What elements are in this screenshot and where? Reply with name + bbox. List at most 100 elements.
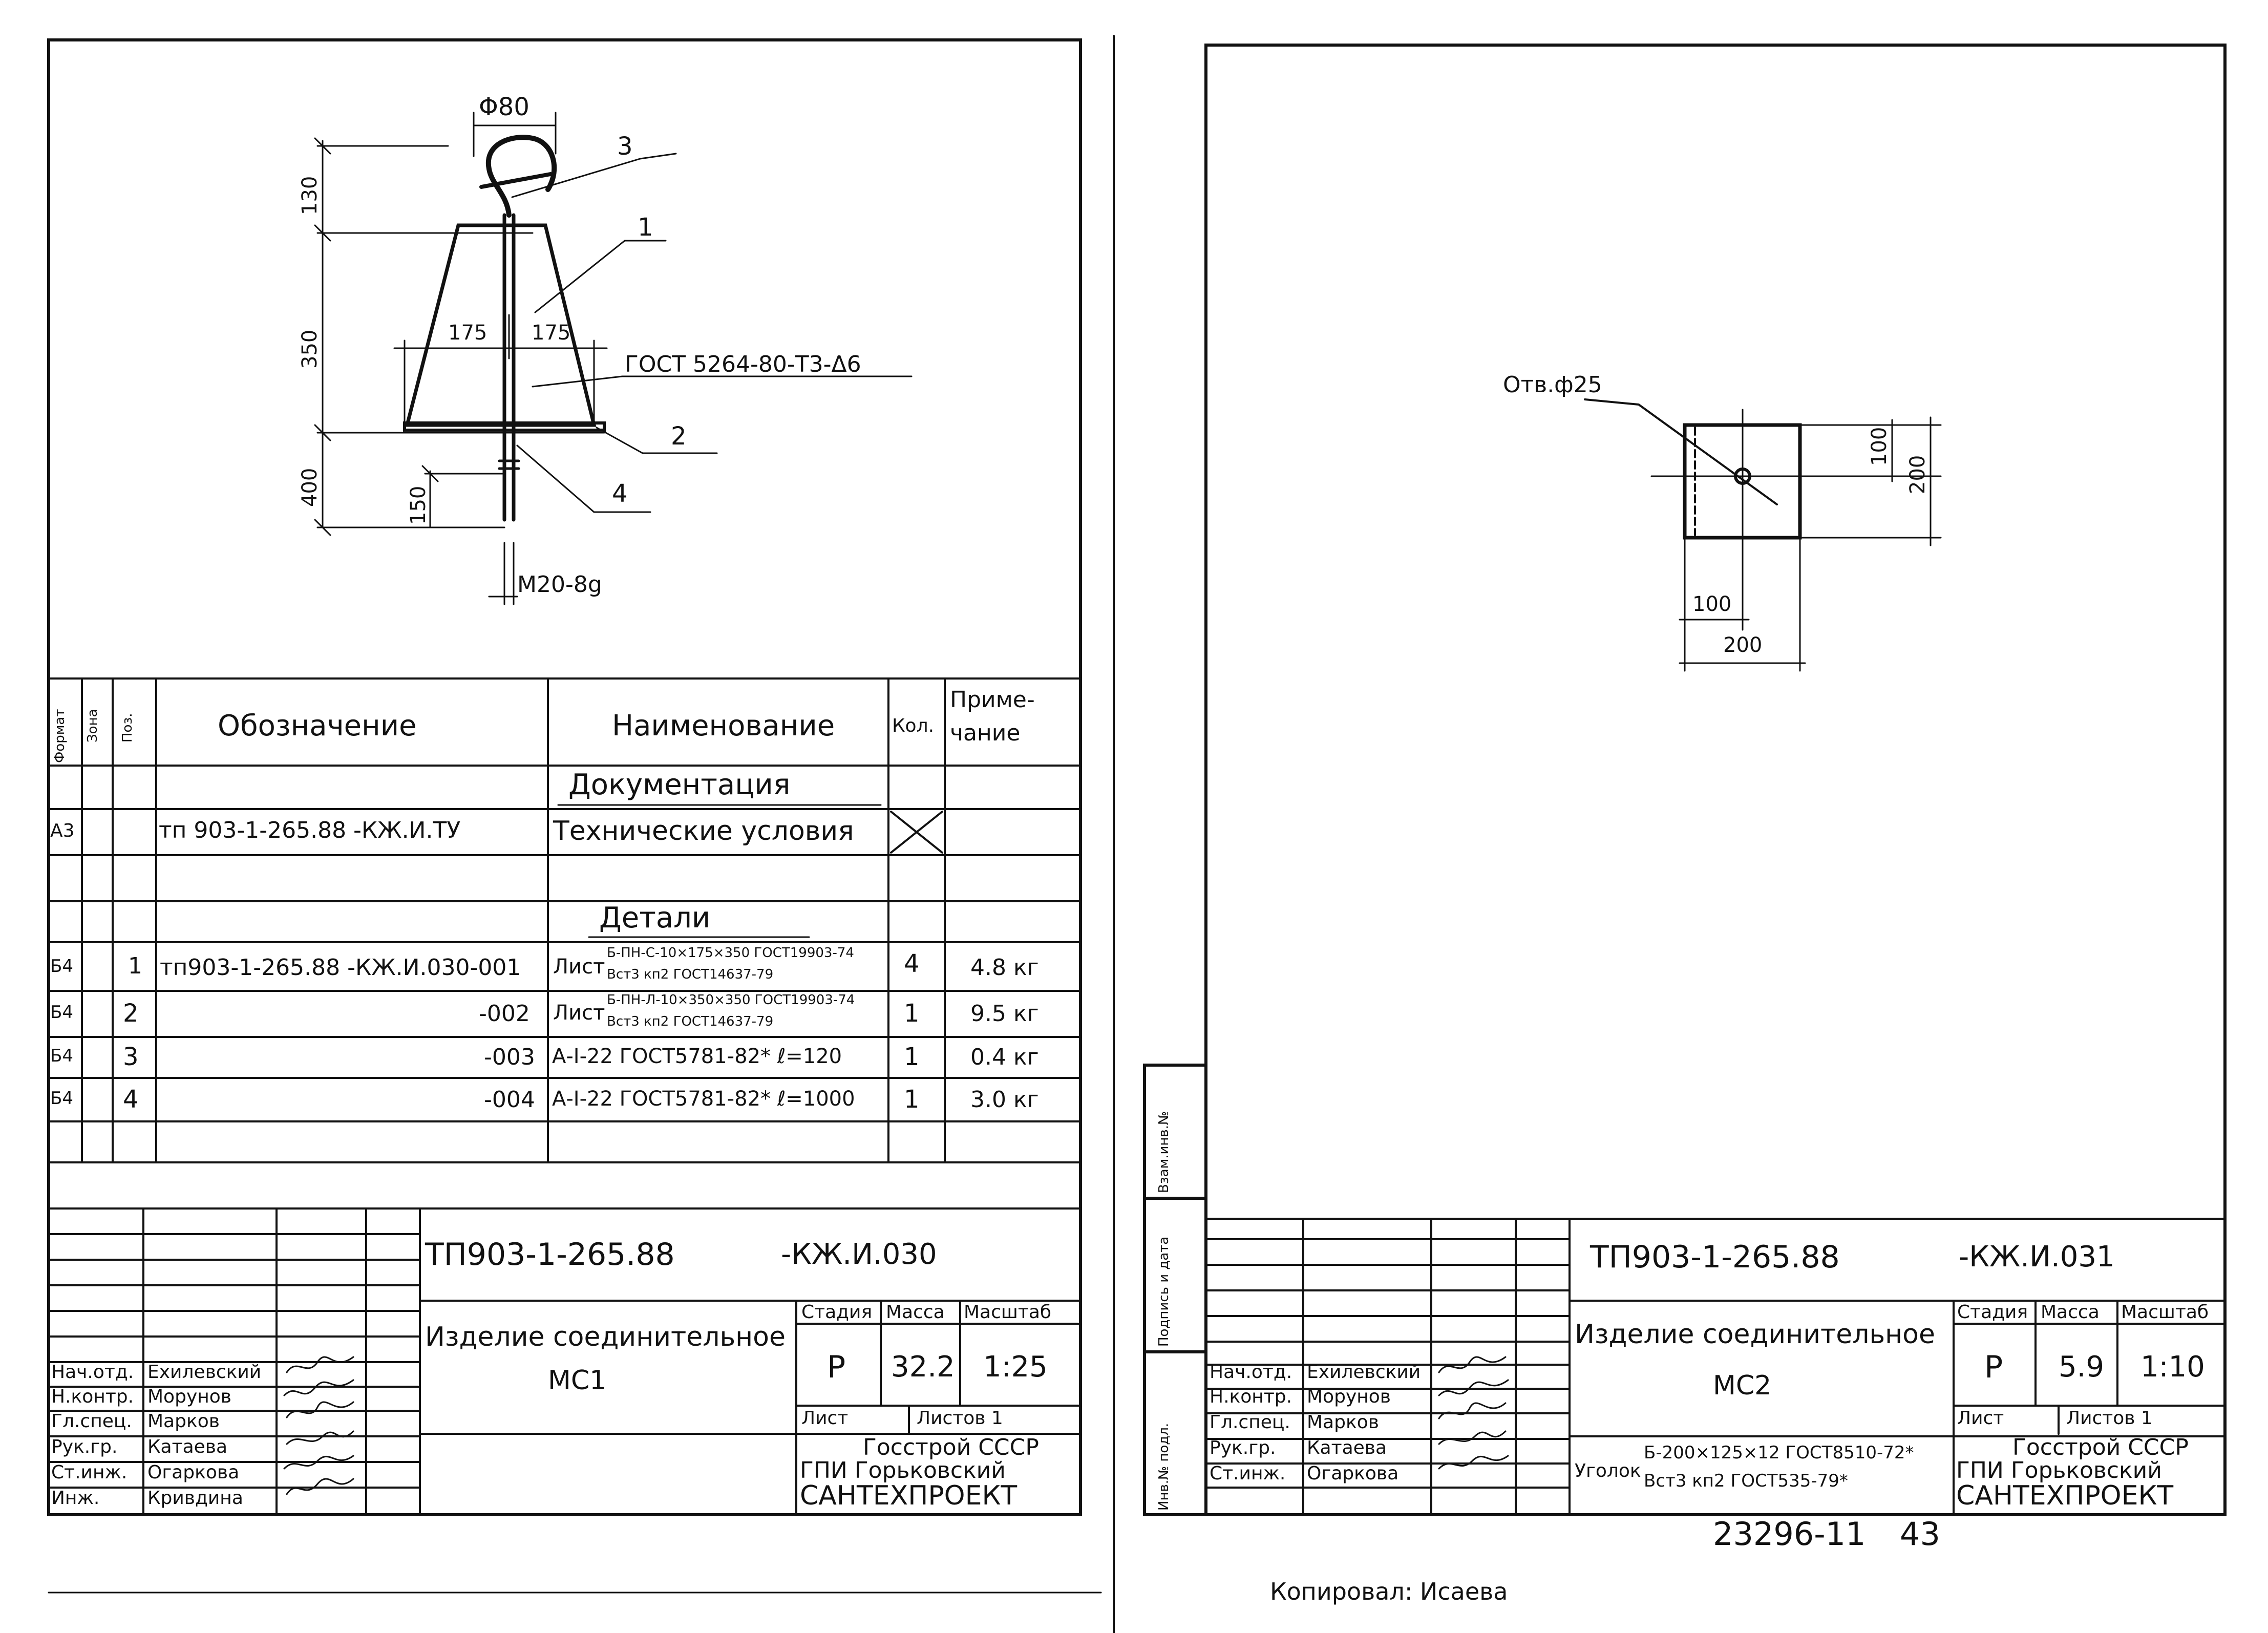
sheet1-code: ТП903-1-265.88 xyxy=(425,1237,675,1273)
position-2-label: 2 xyxy=(671,422,687,451)
album-number: 23296-11 xyxy=(1713,1515,1866,1553)
sheet1-code-suffix: -КЖ.И.030 xyxy=(781,1238,937,1271)
dim-175-right-label: 175 xyxy=(532,321,571,345)
header-designation: Обозначение xyxy=(218,709,417,743)
sheet2-name-1: Ехилевский xyxy=(1307,1362,1421,1383)
dim-diameter-label: Φ80 xyxy=(479,93,529,121)
sheet1-org-line1: Госстрой СССР xyxy=(863,1434,1039,1460)
row3-note: 0.4 кг xyxy=(970,1044,1039,1070)
sheet1-scale-label: Масштаб xyxy=(964,1302,1052,1323)
row3-designation: -003 xyxy=(484,1044,535,1070)
sheet2-frame xyxy=(1143,44,2227,1516)
dim-400-label: 400 xyxy=(298,468,322,507)
position-1-label: 1 xyxy=(638,213,653,242)
sheet2-scale: 1:10 xyxy=(2140,1350,2205,1384)
sheet2-mass: 5.9 xyxy=(2059,1350,2105,1384)
row3-pos: 3 xyxy=(123,1043,139,1071)
row2-format: Б4 xyxy=(50,1002,73,1023)
doc-row-designation: тп 903-1-265.88 -КЖ.И.ТУ xyxy=(159,817,461,843)
sheet1-org-line3: САНТЕХПРОЕКТ xyxy=(800,1480,1018,1511)
sheet2-name-3: Марков xyxy=(1307,1412,1379,1433)
row3-name-main: А-I-22 ГОСТ5781-82* ℓ=120 xyxy=(552,1045,842,1068)
stamp-sign-date: Подпись и дата xyxy=(1156,1236,1172,1347)
sheet2-name-2: Морунов xyxy=(1307,1386,1391,1407)
doc-row-format: А3 xyxy=(50,820,75,841)
sheet2-org-line3: САНТЕХПРОЕКТ xyxy=(1956,1480,2174,1511)
sheet1-frame xyxy=(47,38,1082,1516)
sheet2-role-4: Рук.гр. xyxy=(1210,1437,1276,1458)
position-4-label: 4 xyxy=(612,479,628,508)
sheet2-mass-label: Масса xyxy=(2041,1302,2100,1323)
page-number: 43 xyxy=(1900,1515,1940,1553)
sheet1-dimension-lines xyxy=(314,112,913,605)
sheet2-name-4: Катаева xyxy=(1307,1437,1387,1458)
sheet1-name-2: Морунов xyxy=(147,1386,232,1407)
sheet1-title-line2: МС1 xyxy=(548,1365,607,1396)
row1-designation: тп903-1-265.88 -КЖ.И.030-001 xyxy=(160,955,521,981)
header-pos: Поз. xyxy=(120,713,135,743)
dim-200-vertical: 200 xyxy=(1906,455,1930,494)
sheet2-detail-drawing xyxy=(1584,398,1942,672)
row1-name-top: Б-ПН-С-10×175×350 ГОСТ19903-74 xyxy=(607,945,854,961)
dim-150-label: 150 xyxy=(407,485,430,525)
sheet2-title-block-grid xyxy=(1205,1218,2226,1516)
row2-designation: -002 xyxy=(479,1001,530,1027)
stamp-inv-orig: Инв.№ подл. xyxy=(1156,1423,1172,1511)
sheet1-mass: 32.2 xyxy=(891,1350,955,1384)
sheet2-sheet-label: Лист xyxy=(1957,1408,2004,1429)
header-name: Наименование xyxy=(612,709,835,743)
sheet1-mass-label: Масса xyxy=(886,1302,945,1323)
row1-pos: 1 xyxy=(128,953,142,979)
row2-pos: 2 xyxy=(123,999,139,1028)
sheet1-role-4: Рук.гр. xyxy=(51,1436,118,1457)
sheet1-name-6: Кривдина xyxy=(147,1488,243,1509)
sheet1-sheets-label: Листов 1 xyxy=(917,1408,1003,1429)
sheet1-org-line2: ГПИ Горьковский xyxy=(800,1457,1006,1483)
sheet1-name-5: Огаркова xyxy=(147,1462,240,1483)
sheet2-code-suffix: -КЖ.И.031 xyxy=(1959,1240,2115,1274)
header-note-1: Приме- xyxy=(950,687,1035,713)
row4-pos: 4 xyxy=(123,1085,139,1114)
header-format: Формат xyxy=(52,709,68,764)
sheet1-title-block-grid xyxy=(48,1207,1082,1516)
sheet1-role-2: Н.контр. xyxy=(51,1386,134,1407)
row4-format: Б4 xyxy=(50,1088,73,1109)
row4-name-main: А-I-22 ГОСТ5781-82* ℓ=1000 xyxy=(552,1087,855,1111)
section-details: Детали xyxy=(599,901,711,935)
row1-qty: 4 xyxy=(904,949,920,978)
sheet2-org-line1: Госстрой СССР xyxy=(2012,1434,2189,1460)
row2-qty: 1 xyxy=(904,999,920,1028)
row2-name-main: Лист xyxy=(553,1001,605,1025)
row2-name-bottom: Вст3 кп2 ГОСТ14637-79 xyxy=(607,1014,774,1029)
doc-row-name: Технические условия xyxy=(553,816,854,846)
thread-label: M20-8g xyxy=(517,571,602,598)
sheet2-title-line1: Изделие соединительное xyxy=(1575,1319,1935,1350)
position-3-label: 3 xyxy=(617,132,633,161)
sheet2-title-line2: МС2 xyxy=(1713,1370,1772,1401)
sheet2-org-line2: ГПИ Горьковский xyxy=(1956,1457,2162,1483)
row3-format: Б4 xyxy=(50,1046,73,1066)
sheet1-role-6: Инж. xyxy=(51,1488,100,1509)
row4-designation: -004 xyxy=(484,1087,535,1113)
row4-qty: 1 xyxy=(904,1085,920,1114)
row1-note: 4.8 кг xyxy=(970,955,1039,981)
row1-name-bottom: Вст3 кп2 ГОСТ14637-79 xyxy=(607,967,774,982)
sheet1-name-3: Марков xyxy=(147,1411,220,1432)
row2-name-top: Б-ПН-Л-10×350×350 ГОСТ19903-74 xyxy=(607,992,855,1008)
sheet2-role-2: Н.контр. xyxy=(1210,1386,1292,1407)
sheet2-role-5: Ст.инж. xyxy=(1210,1463,1286,1484)
sheet1-role-3: Гл.спец. xyxy=(51,1411,132,1432)
dim-100-vertical: 100 xyxy=(1868,427,1891,466)
copied-by: Копировал: Исаева xyxy=(1270,1578,1508,1605)
sheet2-sheets-label: Листов 1 xyxy=(2066,1408,2153,1429)
sheet2-code: ТП903-1-265.88 xyxy=(1590,1239,1840,1275)
signatures xyxy=(283,1356,1509,1495)
row2-note: 9.5 кг xyxy=(970,1001,1039,1027)
sheet2-stage: Р xyxy=(1984,1349,2003,1385)
sheet1-role-1: Нач.отд. xyxy=(51,1362,134,1383)
dim-350-label: 350 xyxy=(298,329,322,369)
sheet2-material-bottom: Вст3 кп2 ГОСТ535-79* xyxy=(1644,1471,1848,1491)
sheet1-stage: Р xyxy=(827,1349,846,1385)
header-zone: Зона xyxy=(85,709,100,743)
